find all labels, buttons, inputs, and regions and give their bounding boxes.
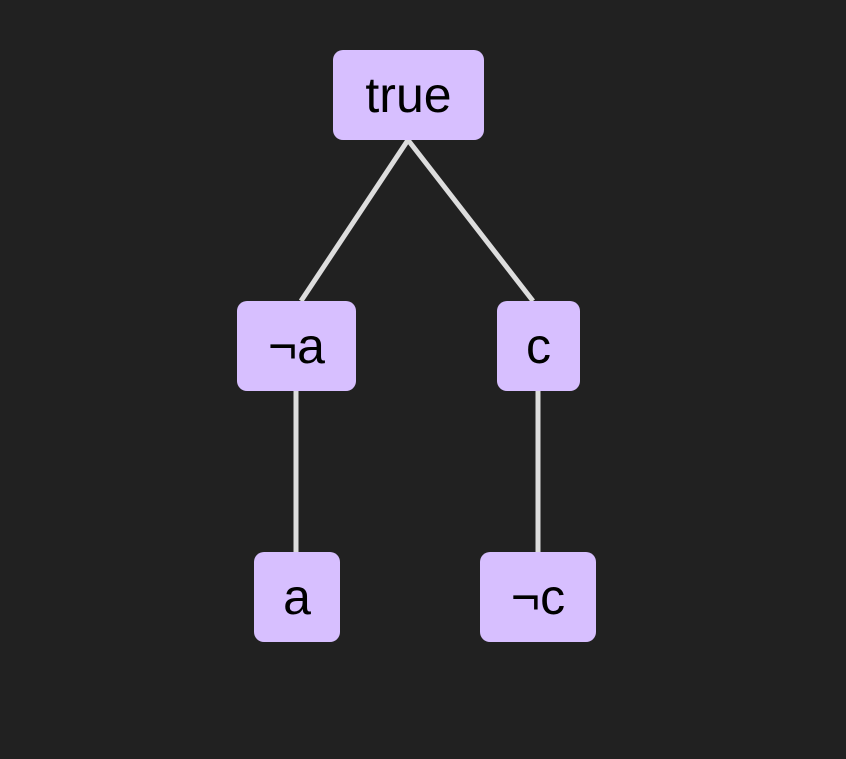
tree-node-c: c [497,301,580,391]
tree-node-label: c [526,318,551,374]
edge-root-to-not-a [298,138,411,303]
tree-node-label: true [365,67,452,123]
tree-node-not-a: ¬a [237,301,356,391]
tree-node-label: ¬a [267,318,325,374]
tree-node-label: ¬c [510,569,566,625]
tree-node-not-c: ¬c [480,552,596,642]
tree-node-a: a [254,552,340,642]
tree-node-label: a [283,569,311,625]
edge-root-to-c [406,138,535,303]
tree-node-true: true [333,50,484,140]
